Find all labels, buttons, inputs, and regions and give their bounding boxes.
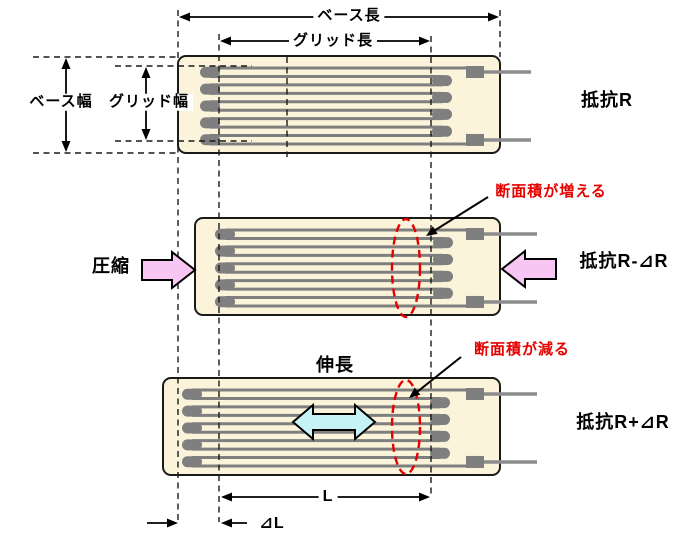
annotation-arrow-increase (428, 196, 489, 235)
gauge-compressed-left-cap (215, 262, 235, 274)
gauge-stretched-left-cap (182, 405, 202, 417)
resistance-label-compressed: 抵抗R-⊿R (579, 251, 669, 272)
gauge-compressed-left-cap (215, 296, 235, 308)
base-length-label: ベース長 (313, 7, 385, 25)
compression-arrow-right (500, 248, 557, 290)
gauge-length-arrow-right-head (419, 492, 430, 502)
resistance-label-normal: 抵抗R (581, 90, 633, 111)
gauge-compressed-right-cap (433, 287, 453, 299)
grid-length-arrow-left-head (220, 36, 231, 46)
gauge-stretched-right-cap (430, 397, 450, 409)
cross-section-decrease-note: 断面積が減る (473, 340, 571, 358)
gauge-normal-terminal (466, 133, 484, 146)
gauge-compressed-left-cap (215, 279, 235, 291)
gauge-compressed-body (194, 217, 501, 316)
gauge-compressed-left-cap (215, 245, 235, 257)
gauge-compressed-terminal (466, 295, 484, 308)
gauge-stretched-left-cap (182, 439, 202, 451)
annotation-arrow-increase-head (426, 226, 438, 236)
gauge-compressed-left-cap (215, 228, 235, 240)
gauge-stretched-right-cap (430, 430, 450, 442)
grid-width-label: グリッド幅 (104, 93, 194, 111)
grid-length-label: グリッド長 (288, 32, 378, 50)
delta-length-arrow-right-head (167, 518, 178, 528)
gauge-normal-right-cap (432, 75, 452, 87)
delta-length-label: ⊿L (255, 515, 289, 533)
gauge-normal-terminal (466, 66, 484, 78)
resistance-label-stretched: 抵抗R+⊿R (576, 412, 670, 433)
annotation-arrow-decrease (411, 356, 462, 397)
grid-length-arrow-right-head (419, 36, 430, 46)
gauge-stretched-left-cap (182, 388, 202, 400)
gauge-length-label: L (318, 488, 338, 506)
gauge-normal-left-cap (200, 134, 220, 146)
gauge-normal-left-cap (200, 100, 220, 112)
base-width-label: ベース幅 (25, 93, 97, 111)
gauge-normal-right-cap (432, 92, 452, 104)
gauge-normal-left-cap (200, 117, 220, 129)
compression-label: 圧縮 (92, 256, 130, 277)
extension-arrow (291, 402, 377, 442)
gauge-normal-body (177, 55, 501, 154)
gauge-stretched-left-cap (182, 456, 202, 468)
cross-section-ellipse-compressed (390, 217, 422, 319)
cross-section-ellipse-stretched (390, 378, 422, 476)
gauge-compressed-right-cap (433, 237, 453, 249)
gauge-stretched-right-cap (430, 414, 450, 426)
gauge-length-arrow-left-head (221, 492, 232, 502)
grid-width-arrow-top-head (141, 67, 151, 78)
gauge-stretched-left-cap (182, 422, 202, 434)
base-length-arrow-left-head (179, 12, 190, 22)
gauge-normal-left-cap (200, 83, 220, 95)
extension-label: 伸長 (316, 355, 354, 376)
gauge-normal-right-cap (432, 108, 452, 120)
base-width-arrow-bottom-head (61, 141, 71, 152)
base-length-arrow-right-head (488, 12, 499, 22)
gauge-normal-right-cap (432, 125, 452, 137)
gauge-compressed-right-cap (433, 254, 453, 266)
gauge-stretched-terminal (466, 388, 484, 400)
gauge-stretched-terminal (466, 455, 484, 468)
gauge-compressed-right-cap (433, 270, 453, 282)
annotation-arrow-decrease-head (409, 387, 421, 398)
compression-arrow-left (141, 249, 197, 291)
gauge-compressed-terminal (466, 228, 484, 240)
cross-section-increase-note: 断面積が増える (495, 182, 607, 200)
gauge-normal-left-cap (200, 66, 220, 78)
grid-width-arrow-bottom-head (141, 129, 151, 140)
gauge-stretched-right-cap (430, 447, 450, 459)
base-width-arrow-top-head (61, 58, 71, 69)
